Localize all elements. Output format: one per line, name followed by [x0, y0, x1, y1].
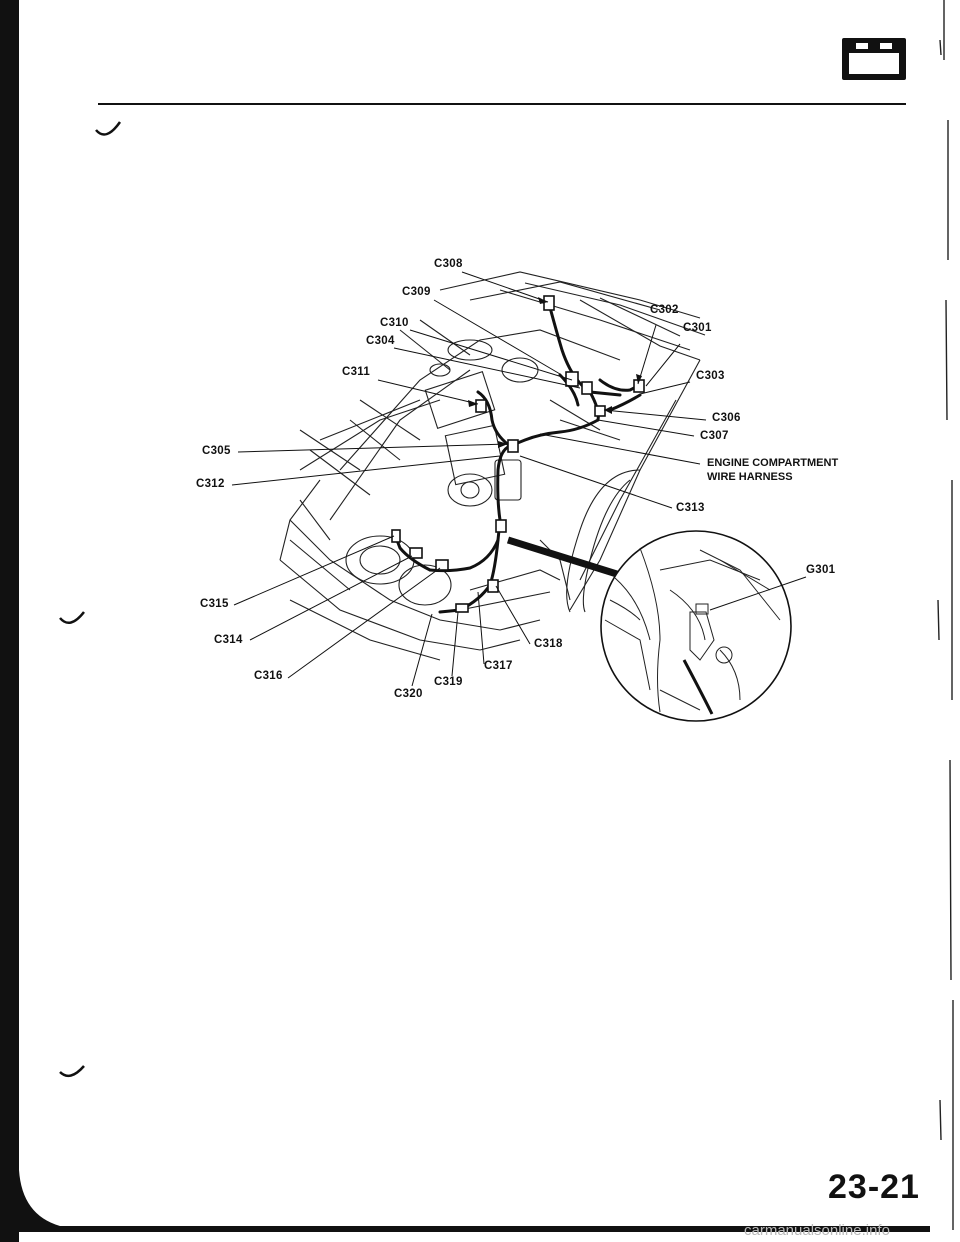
- label-c303: C303: [696, 370, 725, 382]
- harness-label: ENGINE COMPARTMENT WIRE HARNESS: [707, 456, 838, 484]
- label-c310: C310: [380, 317, 409, 329]
- label-c318: C318: [534, 638, 563, 650]
- leader-lines: [231, 271, 707, 687]
- harness-label-line1: ENGINE COMPARTMENT: [707, 457, 839, 469]
- watermark: carmanualsonline.info: [744, 1222, 890, 1239]
- label-c315: C315: [200, 598, 229, 610]
- label-c304: C304: [366, 335, 395, 347]
- label-c312: C312: [196, 478, 225, 490]
- label-c307: C307: [700, 430, 729, 442]
- harness-label-line2: WIRE HARNESS: [707, 471, 793, 483]
- label-c311: C311: [342, 366, 371, 378]
- connectors: [391, 295, 645, 613]
- label-c308: C308: [434, 258, 463, 270]
- left-binding-bar: [0, 0, 19, 1242]
- vehicle-sketch: [279, 271, 706, 661]
- label-c320: C320: [394, 688, 423, 700]
- battery-icon: [842, 38, 906, 80]
- label-c309: C309: [402, 286, 431, 298]
- leader-arrows: [468, 297, 642, 448]
- label-c313: C313: [676, 502, 705, 514]
- label-c306: C306: [712, 412, 741, 424]
- margin-tick-2: [59, 611, 85, 625]
- margin-tick-1: [95, 121, 122, 136]
- label-c301: C301: [683, 322, 712, 334]
- page-number: 23-21: [828, 1168, 920, 1206]
- label-c305: C305: [202, 445, 231, 457]
- label-c316: C316: [254, 670, 283, 682]
- label-c317: C317: [484, 660, 513, 672]
- label-c314: C314: [214, 634, 243, 646]
- zoom-lead: [506, 536, 622, 579]
- label-c302: C302: [650, 304, 679, 316]
- label-g301: G301: [806, 564, 836, 576]
- label-c319: C319: [434, 676, 463, 688]
- right-scan-edge: [937, 0, 954, 1230]
- detail-circle: [600, 530, 807, 722]
- margin-tick-3: [59, 1065, 85, 1078]
